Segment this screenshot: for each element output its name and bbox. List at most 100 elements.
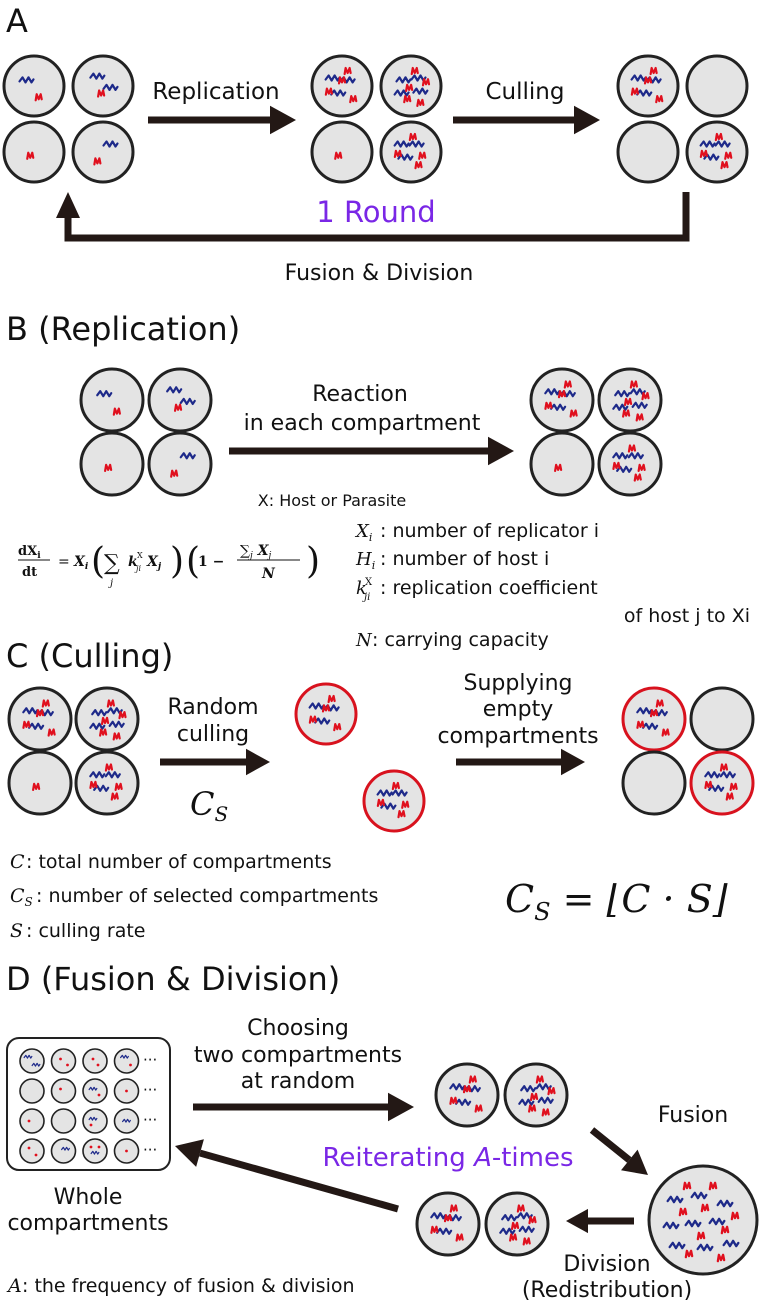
supplying-line2: empty [483,697,554,722]
compartment-circle-icon [685,54,749,118]
panel-a-label: A [6,2,28,40]
compartment-circle-icon [82,1048,108,1074]
compartment-circle-icon [621,750,687,816]
svg-text:(: ( [186,541,200,582]
cs-label: CS [190,785,228,826]
svg-text:): ) [306,541,320,582]
svg-text:X: X [137,551,143,560]
ellipsis: ··· [143,1051,157,1069]
compartment-circle-icon [50,1108,77,1134]
compartment-circle-icon [616,54,680,118]
def-k-cont: of host j to Xi [624,605,750,627]
panel-c-title: C (Culling) [6,637,173,675]
compartment-circle-icon [597,431,663,497]
arrow-icon [199,1149,399,1213]
whole-line1: Whole [54,1185,123,1210]
compartment-circle-icon [79,367,145,433]
reaction-line1: Reaction [312,382,408,407]
a-sym: A [6,1275,22,1297]
svg-text:N: N [261,566,276,582]
svg-text:dXi: dXi [18,544,41,561]
svg-text:j: j [108,578,113,589]
compartment-circle-icon [2,54,66,118]
compartment-circle-icon [7,750,73,816]
selected-compartment [362,769,426,833]
loop-arrow [64,192,690,242]
panel-d-title: D (Fusion & Division) [6,960,340,998]
compartment-circle-icon [379,120,443,184]
def-sym-k: k [356,578,367,599]
svg-text:(: ( [91,541,105,582]
compartment-circle-icon [310,120,374,184]
compartment-circle-icon [689,686,755,752]
whole-line2: compartments [7,1211,168,1236]
svg-text:): ) [170,541,184,582]
def-cs: : number of selected compartments [36,885,378,907]
reaction-line2: in each compartment [244,411,481,436]
compartment-circle-icon [2,120,66,184]
compartment-circle-icon [79,431,145,497]
compartment-circle-icon [415,1191,481,1257]
compartment-circle-icon [50,1048,77,1074]
random-line2: culling [177,722,249,747]
svg-text:Xi: Xi [73,554,89,572]
cs-formula: CS = ⌊C · S⌋ [505,877,728,926]
compartment-circle-icon [147,431,213,497]
division-line1: Division [563,1252,650,1277]
svg-text:∑: ∑ [104,551,120,576]
compartment-circle-icon [50,1078,77,1104]
def-n: : carrying capacity [372,629,549,651]
svg-text:1 −: 1 − [198,554,224,570]
fused-compartment [647,1164,759,1276]
arrow-icon [589,1127,632,1163]
svg-text:ji: ji [362,592,370,603]
def-sym-c: C [10,851,25,873]
svg-text:ji: ji [134,564,141,573]
fusion-division-label: Fusion & Division [285,261,474,286]
compartment-circle-icon [19,1048,45,1074]
compartment-circle-icon [71,120,135,184]
def-sym-hi: Hi [355,549,375,572]
ellipsis: ··· [143,1111,157,1129]
def-sym-xi: Xi [354,521,372,544]
compartment-circle-icon [19,1138,45,1164]
fusion-label: Fusion [658,1103,728,1128]
compartment-circle-icon [616,120,680,184]
selected-compartment [689,750,755,816]
selected-compartment [621,686,687,752]
replication-equation: dXi dt = Xi ( ∑ j k X ji Xj ) ( 1 − ∑j X… [18,541,320,589]
x-definition: X: Host or Parasite [258,491,406,510]
choosing-line1: Choosing [247,1016,349,1041]
compartment-circle-icon [71,54,135,118]
svg-text:Xj: Xj [146,554,162,572]
def-k: : replication coefficient [380,577,598,599]
round-label: 1 Round [316,195,435,229]
compartment-circle-icon [7,686,73,752]
svg-text:dt: dt [22,565,37,580]
compartment-circle-icon [19,1078,45,1104]
def-hi: : number of host i [380,548,549,570]
division-line2: (Redistribution) [522,1278,692,1303]
a-def: : the frequency of fusion & division [22,1275,355,1297]
svg-text:X: X [365,577,373,588]
panel-b-title: B (Replication) [6,310,240,348]
def-xi: : number of replicator i [380,520,599,542]
svg-text:=: = [58,554,70,570]
def-sym-n: N [355,630,373,651]
supplying-line1: Supplying [464,671,573,696]
compartment-circle-icon [113,1048,140,1074]
compartment-circle-icon [82,1108,108,1134]
compartment-circle-icon [310,54,374,118]
svg-text:CS = ⌊C · S⌋: CS = ⌊C · S⌋ [505,877,728,926]
compartment-circle-icon [529,367,595,433]
def-sym-cs: CS [10,885,33,909]
compartment-circle-icon [434,1062,500,1128]
supplying-line3: compartments [437,724,598,749]
def-s: : culling rate [26,920,146,942]
compartment-circle-icon [19,1108,45,1134]
replication-label: Replication [152,79,279,105]
def-sym-s: S [10,920,23,942]
compartment-circle-icon [74,750,140,816]
svg-text:∑j Xj: ∑j Xj [240,543,272,561]
